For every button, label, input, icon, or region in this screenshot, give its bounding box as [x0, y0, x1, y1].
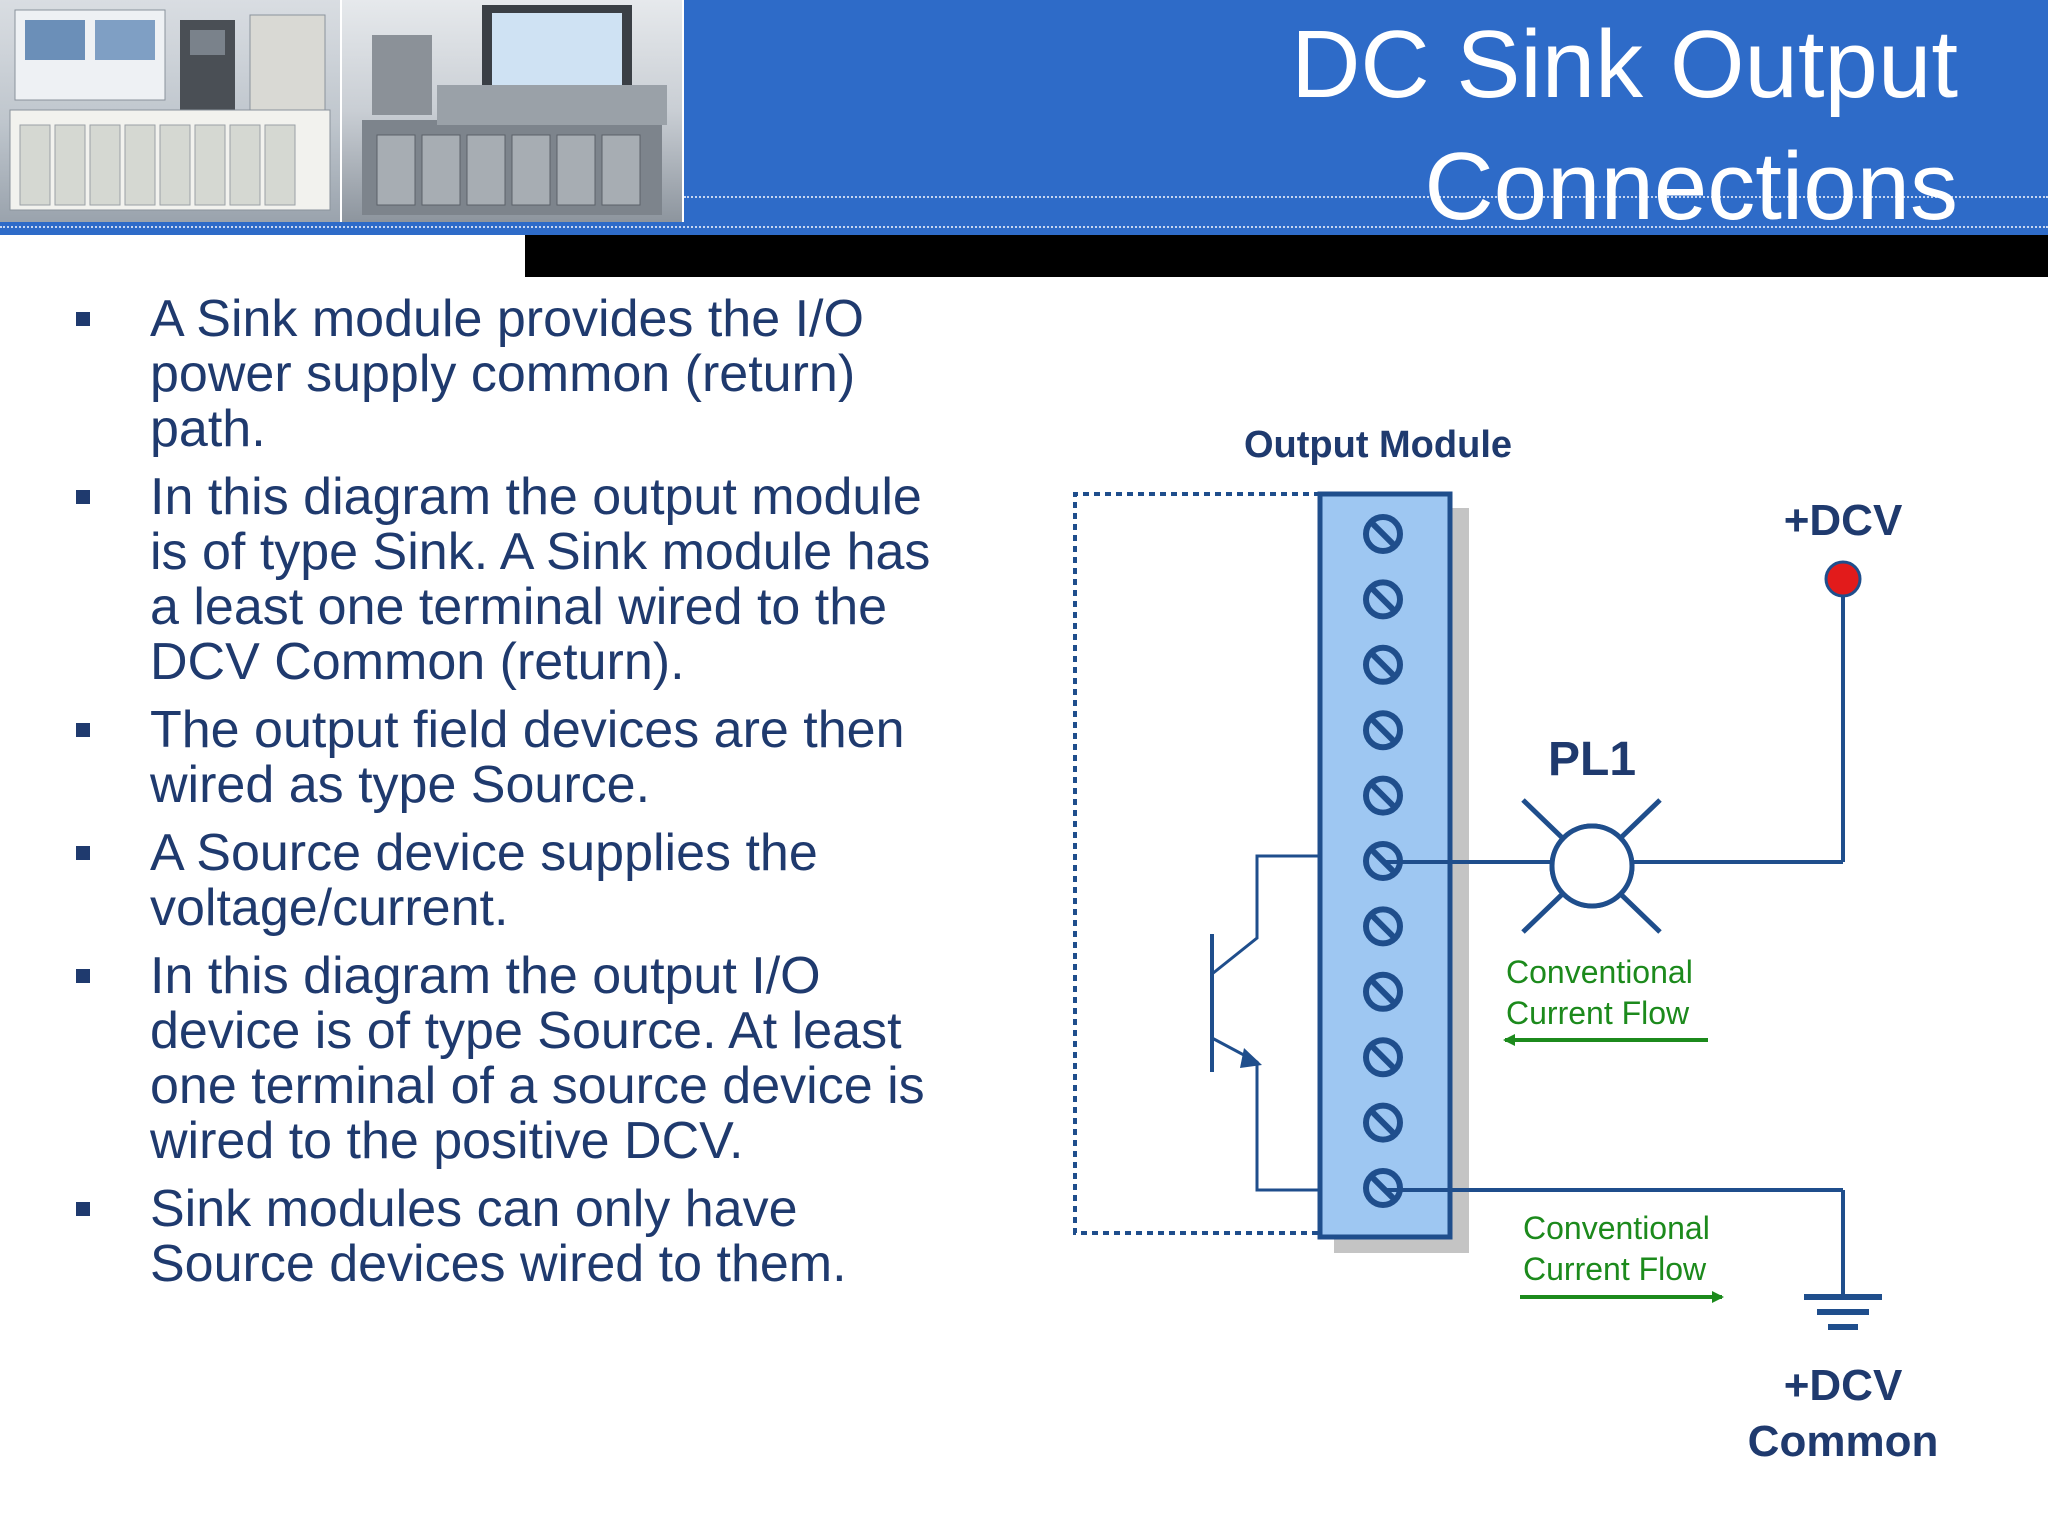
terminal-screw-icon	[1363, 514, 1403, 554]
header-black-bar	[525, 235, 2048, 277]
header-dotted-rule	[0, 226, 2048, 228]
terminal-screw-icon	[1363, 775, 1403, 816]
bullet-marker	[76, 490, 90, 504]
bullet-marker	[76, 312, 90, 326]
transistor-collector-lead	[1211, 854, 1318, 976]
module-label: Output Module	[1244, 424, 1512, 466]
bullet-item: A Source device supplies the voltage/cur…	[70, 826, 950, 936]
plc-equipment-graphic	[9, 9, 331, 211]
bullet-marker	[76, 1202, 90, 1216]
common-label-line1: +DCV	[1784, 1361, 1903, 1410]
transistor-emitter-lead	[1211, 1036, 1318, 1192]
siemens-plc-photo	[342, 0, 684, 222]
supply-terminal-dot	[1824, 560, 1862, 598]
flow-upper-line1: Conventional	[1506, 954, 1693, 990]
bullet-text: The output field devices are then wired …	[150, 701, 905, 814]
bullet-marker	[76, 969, 90, 983]
terminal-screw-icon	[1363, 644, 1403, 685]
terminal-group	[1363, 514, 1403, 1208]
bullet-text: In this diagram the output I/O device is…	[150, 947, 925, 1170]
module-enclosure-dotted	[1073, 492, 1320, 1235]
bullet-text: A Sink module provides the I/O power sup…	[150, 290, 864, 458]
bullet-item: Sink modules can only have Source device…	[70, 1182, 950, 1292]
flow-upper-line2: Current Flow	[1506, 995, 1690, 1031]
flow-lower-line1: Conventional	[1523, 1210, 1710, 1246]
lamp-center-mask	[1554, 828, 1630, 904]
transistor-emitter-arrow	[1240, 1048, 1262, 1068]
bullet-text: Sink modules can only have Source device…	[150, 1180, 847, 1293]
terminal-screw-icon	[1363, 971, 1403, 1012]
bullet-item: The output field devices are then wired …	[70, 703, 950, 813]
terminal-screw-icon	[1363, 906, 1403, 947]
flow-lower-line2: Current Flow	[1523, 1251, 1707, 1287]
bullet-text: A Source device supplies the voltage/cur…	[150, 824, 818, 937]
terminal-screw-icon	[1363, 710, 1403, 751]
lamp-outline	[1549, 823, 1635, 909]
bullet-item: In this diagram the output module is of …	[70, 470, 950, 690]
bullet-text: In this diagram the output module is of …	[150, 468, 931, 691]
header-dotted-rule-upper	[684, 196, 2048, 198]
lamp-label: PL1	[1548, 733, 1636, 786]
plc-modules-graphic	[362, 5, 667, 215]
bullet-list: A Sink module provides the I/O power sup…	[70, 292, 950, 1305]
bullet-item: A Sink module provides the I/O power sup…	[70, 292, 950, 457]
common-label-line2: Common	[1748, 1417, 1939, 1466]
bullet-marker	[76, 846, 90, 860]
bullet-item: In this diagram the output I/O device is…	[70, 949, 950, 1169]
terminal-screw-icon	[1363, 1037, 1403, 1078]
bullet-marker	[76, 723, 90, 737]
terminal-screw-icon	[1363, 579, 1403, 620]
supply-label: +DCV	[1784, 496, 1903, 545]
slide-title: DC Sink Output Connections	[1291, 11, 1958, 240]
plc-equipment-photo	[0, 0, 342, 222]
terminal-screw-icon	[1363, 1102, 1403, 1143]
